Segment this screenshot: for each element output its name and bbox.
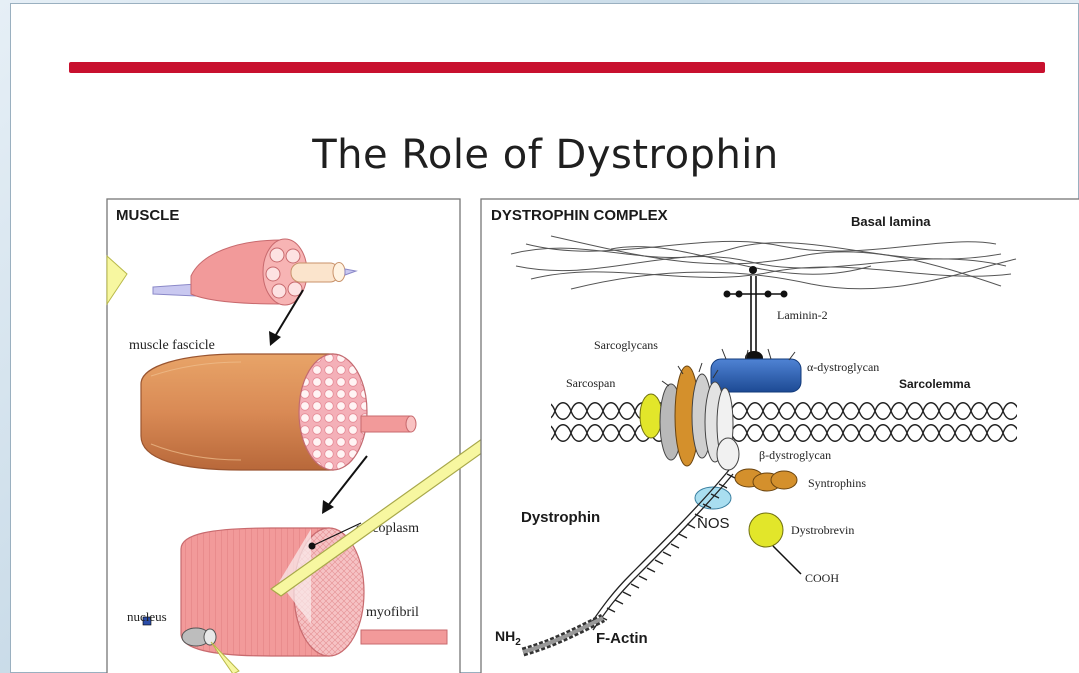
- dystrobrevin-protein: [749, 513, 783, 547]
- complex-panel: DYSTROPHIN COMPLEX Basal lamina: [481, 199, 1079, 673]
- dystrophin-figure: MUSCLE: [11, 4, 1079, 673]
- label-beta-dystroglycan: β-dystroglycan: [759, 448, 831, 462]
- label-dystrophin: Dystrophin: [521, 509, 600, 526]
- label-syntrophins: Syntrophins: [808, 476, 866, 490]
- muscle-panel: MUSCLE: [107, 199, 460, 673]
- label-nh2-text: NH: [495, 628, 515, 644]
- label-f-actin: F-Actin: [596, 630, 648, 647]
- sarcolemma-membrane: [551, 402, 1017, 446]
- beta-dystroglycan: [717, 438, 739, 470]
- muscle-panel-heading: MUSCLE: [116, 207, 179, 224]
- label-cooh: COOH: [805, 571, 839, 585]
- label-dystrobrevin: Dystrobrevin: [791, 523, 854, 537]
- complex-panel-heading: DYSTROPHIN COMPLEX: [491, 207, 668, 224]
- slide: The Role of Dystrophin: [10, 3, 1079, 673]
- label-nucleus: nucleus: [127, 609, 167, 624]
- nos-protein: [695, 487, 731, 509]
- label-nh2-subscript: 2: [515, 637, 521, 648]
- label-muscle-fascicle: muscle fascicle: [129, 338, 215, 353]
- label-sarcospan: Sarcospan: [566, 376, 615, 390]
- label-alpha-dystroglycan: α-dystroglycan: [807, 360, 879, 374]
- label-basal-lamina: Basal lamina: [851, 214, 931, 229]
- label-laminin: Laminin-2: [777, 308, 828, 322]
- label-sarcoglycans: Sarcoglycans: [594, 338, 658, 352]
- label-sarcolemma: Sarcolemma: [899, 377, 971, 391]
- label-myofibril: myofibril: [366, 605, 419, 620]
